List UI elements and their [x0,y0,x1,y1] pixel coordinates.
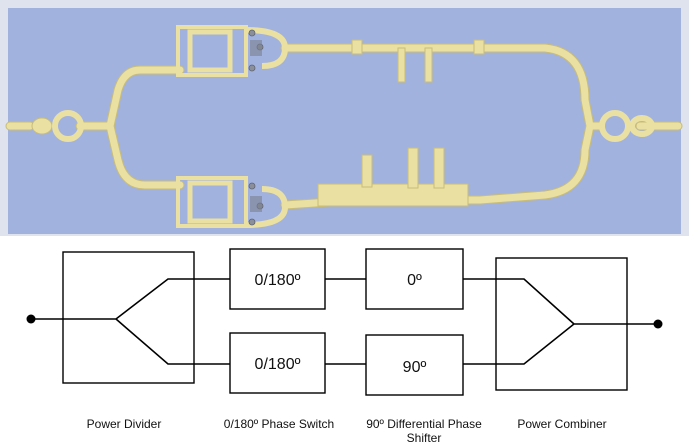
block-diagram: 0/180º 0/180º 0º 90º Power Divider 0/180… [26,248,663,445]
caption-power-combiner: Power Combiner [517,417,606,431]
chip-photo [0,0,689,236]
power-divider [31,251,232,384]
output-coupler [599,110,655,142]
transmission-lines [5,43,683,210]
caption-diff-shifter-line1: 90º Differential Phase [366,417,482,431]
diff-shifter-top-label: 0º [407,272,422,289]
phase-switch-bottom-label: 0/180º [255,356,301,373]
phase-switch-top-label: 0/180º [255,272,301,289]
caption-phase-switch: 0/180º Phase Switch [224,417,334,431]
top-switch-hardware [176,25,289,77]
power-combiner [463,257,658,391]
caption-power-divider: Power Divider [87,417,162,431]
top-stubs [351,39,485,83]
phase-switch-top: 0/180º [229,248,326,310]
diff-shifter-bottom-label: 90º [403,359,427,376]
diff-shifter-top: 0º [365,248,464,310]
caption-diff-shifter-line2: Shifter [407,431,442,445]
diff-shifter-bottom: 90º [365,334,464,396]
phase-switch-bottom: 0/180º [229,332,326,394]
bottom-stubs [317,147,469,207]
bottom-switch-hardware [176,176,289,228]
input-coupler [31,110,84,142]
